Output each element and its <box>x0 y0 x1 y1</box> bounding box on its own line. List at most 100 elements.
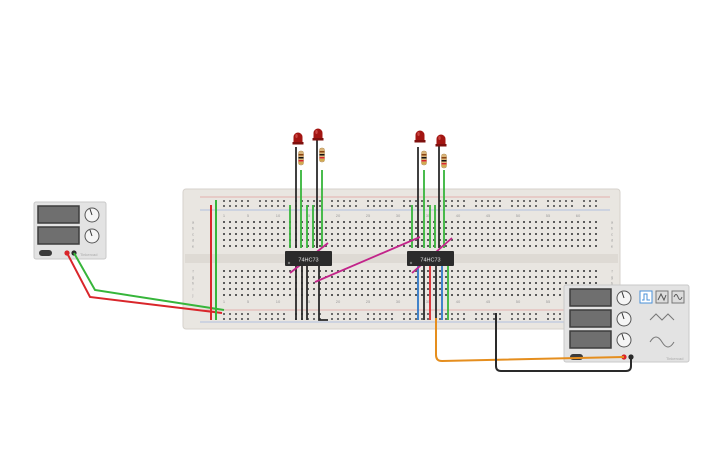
terminal-hole[interactable] <box>457 282 459 284</box>
terminal-hole[interactable] <box>475 294 477 296</box>
wire-black-generator[interactable] <box>495 313 632 372</box>
terminal-hole[interactable] <box>469 221 471 223</box>
terminal-hole[interactable] <box>511 294 513 296</box>
terminal-hole[interactable] <box>253 270 255 272</box>
rail-hole[interactable] <box>535 205 537 207</box>
rail-hole[interactable] <box>385 200 387 202</box>
terminal-hole[interactable] <box>313 227 315 229</box>
rail-hole[interactable] <box>265 318 267 320</box>
terminal-hole[interactable] <box>535 276 537 278</box>
terminal-hole[interactable] <box>433 282 435 284</box>
terminal-hole[interactable] <box>319 233 321 235</box>
terminal-hole[interactable] <box>397 233 399 235</box>
terminal-hole[interactable] <box>415 288 417 290</box>
terminal-hole[interactable] <box>235 227 237 229</box>
terminal-hole[interactable] <box>307 276 309 278</box>
rail-hole[interactable] <box>595 205 597 207</box>
rail-hole[interactable] <box>475 318 477 320</box>
terminal-hole[interactable] <box>403 245 405 247</box>
terminal-hole[interactable] <box>517 276 519 278</box>
terminal-hole[interactable] <box>223 270 225 272</box>
terminal-hole[interactable] <box>289 270 291 272</box>
terminal-hole[interactable] <box>241 294 243 296</box>
terminal-hole[interactable] <box>433 221 435 223</box>
terminal-hole[interactable] <box>403 294 405 296</box>
rail-hole[interactable] <box>451 200 453 202</box>
sine-wave-icon[interactable] <box>671 290 685 304</box>
terminal-hole[interactable] <box>439 233 441 235</box>
terminal-hole[interactable] <box>367 233 369 235</box>
terminal-hole[interactable] <box>493 221 495 223</box>
rail-hole[interactable] <box>373 200 375 202</box>
rail-hole[interactable] <box>523 313 525 315</box>
terminal-hole[interactable] <box>505 270 507 272</box>
terminal-hole[interactable] <box>307 233 309 235</box>
terminal-hole[interactable] <box>433 227 435 229</box>
rail-hole[interactable] <box>373 318 375 320</box>
terminal-hole[interactable] <box>301 221 303 223</box>
terminal-hole[interactable] <box>475 245 477 247</box>
terminal-hole[interactable] <box>541 227 543 229</box>
resistor[interactable] <box>421 150 427 166</box>
rail-hole[interactable] <box>247 205 249 207</box>
terminal-hole[interactable] <box>253 245 255 247</box>
terminal-hole[interactable] <box>229 294 231 296</box>
terminal-hole[interactable] <box>355 276 357 278</box>
terminal-hole[interactable] <box>277 270 279 272</box>
terminal-hole[interactable] <box>439 221 441 223</box>
terminal-hole[interactable] <box>523 239 525 241</box>
rail-hole[interactable] <box>493 313 495 315</box>
terminal-hole[interactable] <box>445 227 447 229</box>
rail-hole[interactable] <box>535 318 537 320</box>
terminal-hole[interactable] <box>223 288 225 290</box>
terminal-hole[interactable] <box>355 282 357 284</box>
terminal-hole[interactable] <box>559 282 561 284</box>
terminal-hole[interactable] <box>379 221 381 223</box>
terminal-hole[interactable] <box>523 276 525 278</box>
terminal-hole[interactable] <box>235 276 237 278</box>
rail-hole[interactable] <box>427 313 429 315</box>
terminal-hole[interactable] <box>325 227 327 229</box>
rail-hole[interactable] <box>277 205 279 207</box>
rail-hole[interactable] <box>277 313 279 315</box>
terminal-hole[interactable] <box>277 282 279 284</box>
terminal-hole[interactable] <box>469 288 471 290</box>
terminal-hole[interactable] <box>373 276 375 278</box>
terminal-hole[interactable] <box>565 227 567 229</box>
rail-hole[interactable] <box>499 205 501 207</box>
terminal-hole[interactable] <box>439 276 441 278</box>
resistor[interactable] <box>441 153 447 169</box>
resistors[interactable] <box>298 147 447 169</box>
square-wave-icon[interactable] <box>639 290 653 304</box>
terminal-hole[interactable] <box>331 282 333 284</box>
terminal-hole[interactable] <box>367 221 369 223</box>
terminal-hole[interactable] <box>493 294 495 296</box>
terminal-hole[interactable] <box>427 239 429 241</box>
terminal-hole[interactable] <box>589 239 591 241</box>
rail-hole[interactable] <box>463 313 465 315</box>
rail-hole[interactable] <box>271 200 273 202</box>
terminal-hole[interactable] <box>481 288 483 290</box>
terminal-hole[interactable] <box>505 294 507 296</box>
rail-hole[interactable] <box>451 318 453 320</box>
terminal-hole[interactable] <box>451 276 453 278</box>
rail-hole[interactable] <box>337 200 339 202</box>
terminal-hole[interactable] <box>271 282 273 284</box>
terminal-hole[interactable] <box>319 221 321 223</box>
rail-hole[interactable] <box>421 205 423 207</box>
rail-hole[interactable] <box>421 200 423 202</box>
terminal-hole[interactable] <box>235 239 237 241</box>
terminal-hole[interactable] <box>379 288 381 290</box>
terminal-hole[interactable] <box>403 239 405 241</box>
led-red[interactable] <box>292 132 304 145</box>
rail-hole[interactable] <box>283 205 285 207</box>
terminal-hole[interactable] <box>271 294 273 296</box>
rail-hole[interactable] <box>307 200 309 202</box>
terminal-hole[interactable] <box>487 288 489 290</box>
terminal-hole[interactable] <box>457 221 459 223</box>
terminal-hole[interactable] <box>433 276 435 278</box>
terminal-hole[interactable] <box>325 288 327 290</box>
terminal-hole[interactable] <box>229 288 231 290</box>
terminal-hole[interactable] <box>517 282 519 284</box>
terminal-hole[interactable] <box>553 233 555 235</box>
